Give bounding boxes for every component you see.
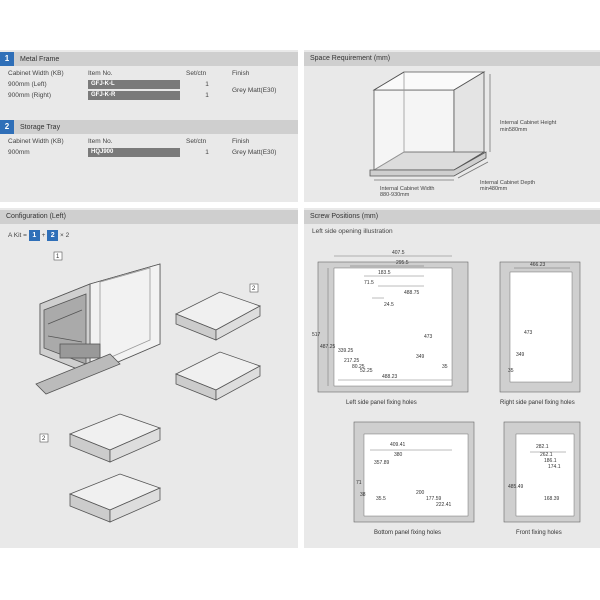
col-header: Item No.: [88, 70, 113, 77]
dim-label: 409.41: [390, 442, 406, 448]
metal-frame-table: Cabinet Width (KB) Item No. Set/ctn Fini…: [6, 68, 278, 101]
kit-part-a: 1: [28, 230, 40, 241]
height-value: min580mm: [500, 127, 528, 133]
col-header: Cabinet Width (KB): [8, 70, 64, 77]
dim-label: 473: [424, 334, 433, 340]
cell-width: 900mm: [8, 149, 30, 156]
dim-label: 349: [516, 352, 525, 358]
cell-set: 1: [205, 92, 209, 99]
width-value: 880-930mm: [380, 192, 410, 198]
config-title: Configuration (Left): [0, 210, 298, 224]
height-label: Internal Cabinet Height: [500, 120, 557, 126]
col-header: Finish: [232, 138, 250, 145]
front-caption: Front fixing holes: [516, 530, 562, 536]
dim-label: 80.25: [352, 364, 365, 370]
dim-label: 217.25: [344, 358, 360, 364]
dim-label: 262.1: [540, 452, 553, 458]
dim-label: 35: [508, 368, 514, 374]
tag-tray: 2: [42, 436, 46, 442]
col-header: Set/ctn: [186, 70, 207, 77]
dim-label: 380: [394, 452, 403, 458]
screw-diagrams: 407.5 295.5 183.5 71.5 488.75 24.5 517 4…: [312, 250, 581, 536]
bottom-caption: Bottom panel fixing holes: [374, 530, 441, 536]
dim-label: 174.1: [548, 464, 561, 470]
cell-finish: Grey Matt(E30): [232, 149, 277, 156]
width-label: Internal Cabinet Width: [380, 186, 434, 192]
dim-label: 24.5: [384, 302, 394, 308]
storage-tray-header: 2 Storage Tray: [0, 120, 298, 134]
dim-label: 488.23: [382, 374, 398, 380]
item-no: HQJ900: [88, 148, 180, 157]
cell-finish: Grey Matt(E30): [232, 86, 277, 94]
dim-label: 517: [312, 332, 321, 338]
dim-label: 339.25: [338, 348, 354, 354]
space-title: Space Requirement (mm): [304, 52, 600, 66]
dim-label: 35: [442, 364, 448, 370]
space-panel: Space Requirement (mm) Internal Cabinet …: [304, 50, 600, 202]
dim-label: 71: [356, 480, 362, 486]
dim-label: 295.5: [396, 260, 409, 266]
kit-formula: A Kit = 1 + 2 × 2: [8, 230, 69, 241]
dim-label: 488.75: [404, 290, 420, 296]
metal-frame-header: 1 Metal Frame: [0, 52, 298, 66]
dim-label: 38: [360, 492, 366, 498]
screw-subtitle: Left side opening illustration: [312, 228, 393, 235]
dim-label: 466.23: [530, 262, 546, 268]
depth-value: min480mm: [480, 186, 508, 192]
col-header: Cabinet Width (KB): [8, 138, 64, 145]
dim-label: 168.39: [544, 496, 560, 502]
cabinet-diagram: Internal Cabinet Height min580mm Interna…: [369, 71, 557, 198]
tag-tray: 2: [252, 286, 256, 292]
dim-label: 357.89: [374, 460, 390, 466]
config-panel: Configuration (Left) A Kit = 1 + 2 × 2: [0, 208, 298, 548]
section-number: 2: [0, 120, 14, 134]
screw-title: Screw Positions (mm): [304, 210, 600, 224]
dim-label: 473: [524, 330, 533, 336]
tag-frame: 1: [56, 254, 60, 260]
cell-set: 1: [205, 81, 209, 88]
dim-label: 71.5: [364, 280, 374, 286]
kit-part-b: 2: [47, 230, 59, 241]
right-caption: Right side panel fixing holes: [500, 400, 575, 406]
depth-label: Internal Cabinet Depth: [480, 180, 535, 186]
col-header: Item No.: [88, 138, 113, 145]
dim-label: 177.59: [426, 496, 442, 502]
dim-label: 35.5: [376, 496, 386, 502]
dim-label: 222.41: [436, 502, 452, 508]
item-no: GFJ-K-L: [88, 80, 180, 89]
dim-label: 282.1: [536, 444, 549, 450]
cell-width: 900mm (Left): [8, 81, 47, 88]
kit-plus: +: [41, 232, 46, 239]
left-caption: Left side panel fixing holes: [346, 400, 417, 406]
dim-label: 485.49: [508, 484, 524, 490]
kit-prefix: A Kit =: [8, 232, 27, 239]
item-no: GFJ-K-R: [88, 91, 180, 100]
section-number: 1: [0, 52, 14, 66]
kit-times: × 2: [60, 232, 70, 239]
section-title: Storage Tray: [20, 124, 61, 131]
dim-label: 349: [416, 354, 425, 360]
dim-label: 487.25: [320, 344, 336, 350]
storage-tray-table: Cabinet Width (KB) Item No. Set/ctn Fini…: [6, 136, 278, 158]
dim-label: 183.5: [378, 270, 391, 276]
configuration-drawing: 1 2 2: [35, 251, 261, 523]
dim-label: 200: [416, 490, 425, 496]
dim-label: 407.5: [392, 250, 405, 256]
dim-label: 186.1: [544, 458, 557, 464]
col-header: Set/ctn: [186, 138, 207, 145]
screw-panel: Screw Positions (mm) Left side opening i…: [304, 208, 600, 548]
col-header: Finish: [232, 70, 250, 77]
cell-set: 1: [205, 149, 209, 156]
section-title: Metal Frame: [20, 56, 60, 63]
spec-panel: 1 Metal Frame Cabinet Width (KB) Item No.…: [0, 50, 298, 202]
dim-label: 52.25: [360, 368, 373, 374]
cell-width: 900mm (Right): [8, 92, 51, 99]
